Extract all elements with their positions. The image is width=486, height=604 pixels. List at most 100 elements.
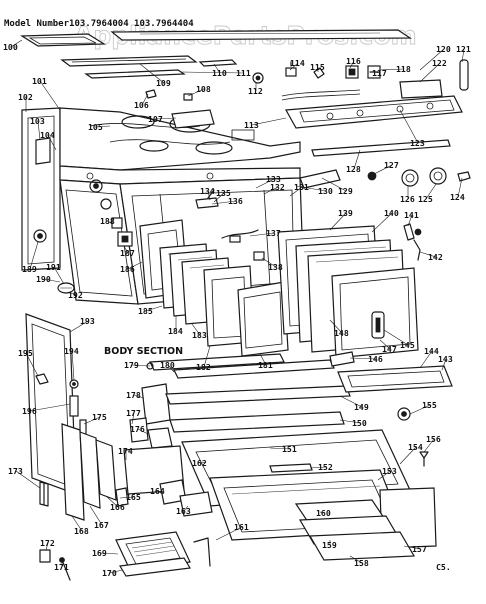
leader-line-111 (181, 71, 245, 74)
callout-167: 167 (94, 520, 109, 530)
part-107-burner-box[interactable] (171, 109, 215, 129)
callout-184: 184 (168, 326, 183, 336)
part-166-channel[interactable] (95, 439, 117, 501)
leader-line-110 (213, 63, 221, 74)
callout-118: 118 (396, 64, 411, 74)
callout-185: 185 (138, 306, 153, 316)
callout-159: 159 (322, 540, 337, 550)
part-137-wire[interactable] (221, 229, 259, 243)
leader-line-147 (379, 339, 391, 350)
part-195-clip[interactable] (35, 373, 49, 385)
part-127-knob[interactable] (367, 171, 377, 181)
leader-line-131 (289, 186, 303, 197)
part-141-hinge[interactable] (403, 223, 422, 241)
callout-181: 181 (258, 360, 273, 370)
body-section-label: BODY SECTION (104, 346, 183, 357)
part-191-192-leveler[interactable] (57, 282, 75, 294)
part-138-clip[interactable] (253, 251, 265, 261)
part-112-knob[interactable] (252, 72, 264, 84)
callout-115: 115 (310, 62, 325, 72)
callout-186: 186 (120, 264, 135, 274)
leader-line-125 (425, 183, 437, 200)
callout-162: 162 (192, 458, 207, 468)
part-114-switch[interactable] (285, 61, 297, 77)
leader-line-151 (269, 447, 291, 450)
part-158-pan[interactable] (308, 531, 416, 561)
leader-line-186 (127, 261, 143, 270)
part-110-bar[interactable] (198, 59, 238, 67)
callout-171: 171 (54, 562, 69, 572)
callout-126: 126 (400, 194, 415, 204)
callout-130: 130 (318, 186, 333, 196)
leader-line-137 (249, 232, 275, 237)
part-111-strip[interactable] (84, 69, 186, 79)
part-196-bracket[interactable] (69, 395, 79, 417)
part-108-strip[interactable] (60, 55, 198, 67)
leader-line-195 (25, 352, 39, 377)
part-143-tray[interactable] (337, 365, 453, 393)
part-122-bracket[interactable] (399, 79, 443, 99)
part-108b-clip[interactable] (183, 93, 193, 101)
part-top-rail[interactable] (110, 29, 412, 41)
part-150-bar[interactable] (169, 411, 345, 433)
part-123-control-panel[interactable] (285, 95, 463, 129)
callout-139: 139 (338, 208, 353, 218)
part-155-knob[interactable] (397, 407, 411, 421)
callout-142: 142 (428, 252, 443, 262)
part-161-bracket[interactable] (193, 537, 211, 567)
part-167-channel[interactable] (79, 431, 101, 509)
part-170-broiler-base[interactable] (119, 557, 191, 577)
part-189-knob[interactable] (33, 229, 47, 243)
part-156-screw[interactable] (419, 451, 429, 467)
part-149-bar[interactable] (165, 385, 351, 405)
part-163-bracket[interactable] (179, 491, 213, 517)
part-129-bracket[interactable] (299, 169, 341, 189)
part-wire-harness-top[interactable] (281, 89, 361, 101)
part-142-bracket[interactable] (413, 239, 421, 261)
part-188-hinge[interactable] (111, 217, 123, 229)
leader-line-183 (191, 323, 201, 336)
part-128-rail[interactable] (311, 139, 451, 157)
callout-110: 110 (212, 68, 227, 78)
leader-line-177 (131, 412, 135, 425)
part-124-knob[interactable] (457, 171, 471, 182)
leader-line-132 (263, 186, 279, 195)
part-181-door-panel[interactable] (237, 281, 289, 357)
leader-line-122 (419, 62, 441, 83)
callout-140: 140 (384, 208, 399, 218)
part-125-knob[interactable] (429, 167, 447, 185)
part-152-bar[interactable] (269, 463, 313, 473)
callout-174: 174 (118, 446, 133, 456)
callout-116: 116 (346, 56, 361, 66)
part-121-rod[interactable] (459, 59, 469, 91)
part-176-plate[interactable] (147, 427, 173, 449)
part-187-hinge[interactable] (117, 231, 133, 247)
leader-line-148 (329, 319, 343, 334)
part-171-screw[interactable] (59, 557, 71, 581)
part-126-knob[interactable] (401, 169, 419, 187)
callout-193: 193 (80, 316, 95, 326)
callout-172: 172 (40, 538, 55, 548)
part-100-top-frame[interactable] (20, 33, 106, 47)
leader-line-114 (289, 62, 299, 71)
corner-code: C5. (436, 562, 451, 572)
part-173-bracket[interactable] (39, 481, 49, 507)
part-194-screw[interactable] (69, 379, 79, 389)
callout-179: 179 (124, 360, 139, 370)
part-165-bar[interactable] (115, 487, 129, 507)
callout-132: 132 (270, 182, 285, 192)
part-177-bracket[interactable] (129, 417, 149, 443)
part-146-piece[interactable] (329, 351, 355, 367)
leader-line-146 (349, 357, 377, 360)
part-172-clip[interactable] (39, 549, 51, 563)
part-103-bracket[interactable] (35, 137, 51, 165)
part-180-rail[interactable] (173, 359, 335, 379)
part-116-switch[interactable] (345, 65, 359, 79)
leader-line-109 (139, 63, 165, 84)
part-cooktop-deck[interactable] (59, 107, 301, 171)
part-168-channel[interactable] (61, 423, 85, 521)
callout-157: 157 (412, 544, 427, 554)
leader-line-190 (43, 278, 61, 283)
part-106-clip[interactable] (145, 89, 157, 99)
part-145-handle[interactable] (371, 311, 385, 339)
